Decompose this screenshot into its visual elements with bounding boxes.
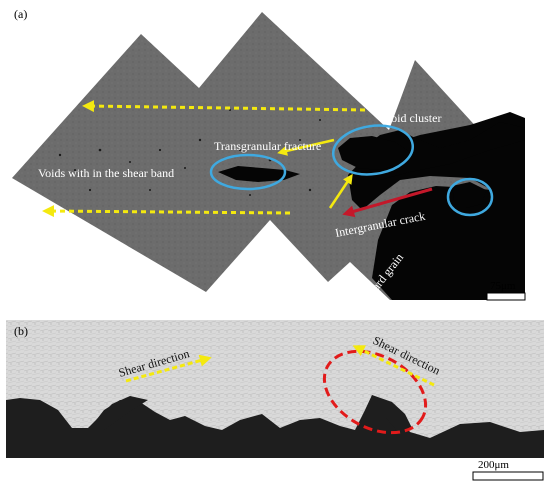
voids-scatter <box>58 109 321 196</box>
shear-band-arrow-top <box>82 100 366 113</box>
crack-growth-arrow-left <box>277 138 335 156</box>
matrix-region <box>6 320 544 438</box>
fracture-intrusion-left <box>88 396 148 430</box>
crack-growth-arrow-up <box>328 173 353 209</box>
localized-region-ellipse <box>322 349 428 435</box>
panel-b-letter: (b) <box>14 324 28 338</box>
small-void-circle <box>446 177 494 217</box>
void-cluster-circle <box>331 124 415 176</box>
small-void <box>452 182 486 208</box>
scale-bar-a-label: 75μm <box>490 280 516 292</box>
label-transgranular: Transgranular fracture <box>214 139 321 153</box>
fracture-intrusion-right <box>370 395 412 432</box>
void-cluster-shape <box>338 136 410 170</box>
label-void-cluster: Void cluster <box>384 111 441 125</box>
transgranular-circle <box>209 153 287 191</box>
shear-arrow-right <box>352 345 435 387</box>
panel-a-letter: (a) <box>14 7 27 21</box>
scale-bar-b <box>472 471 544 481</box>
shear-arrow-left <box>125 354 212 383</box>
scale-bar-a <box>486 292 526 301</box>
intergranular-crack-arrow <box>342 187 433 218</box>
shear-band-arrow-bottom <box>42 205 291 218</box>
transgranular-fracture-shape <box>218 166 300 182</box>
panel-a: (a) Void cluster Transgranular fracture … <box>12 7 526 301</box>
label-voids-shear-band: Voids with in the shear band <box>38 166 174 180</box>
scale-bar-b-label: 200μm <box>478 459 509 471</box>
panel-b: (b) Shear direction Shear direction <box>6 320 544 458</box>
